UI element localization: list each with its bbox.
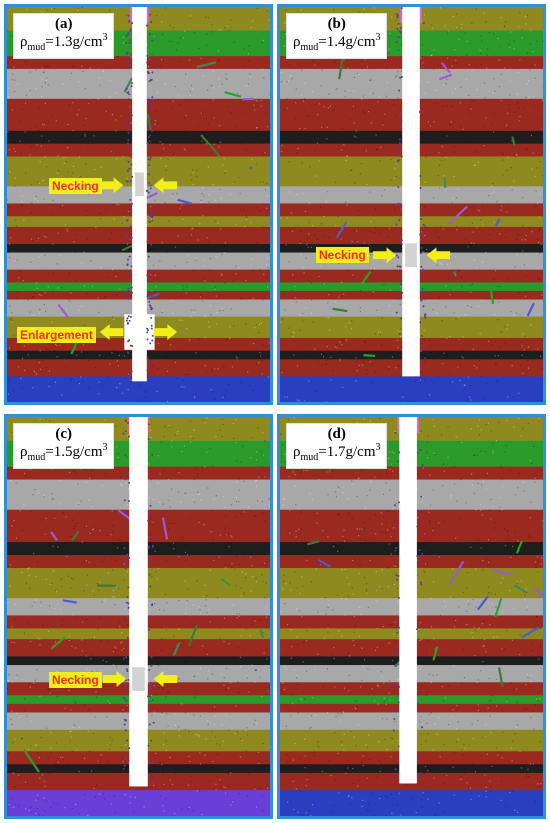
fracture-line <box>307 540 320 546</box>
panel-d-layers <box>280 417 543 816</box>
fracture-line <box>360 527 364 531</box>
fracture-line <box>533 587 543 597</box>
arrow-icon <box>153 671 178 687</box>
fracture-line <box>526 302 535 317</box>
fracture-line <box>335 221 348 239</box>
necking-zone <box>405 243 417 268</box>
panel-a-label: (a) ρmud=1.3g/cm3 <box>13 13 115 60</box>
arrow-icon <box>102 671 127 687</box>
fracture-line <box>447 205 469 226</box>
panel-a-density: ρmud=1.3g/cm3 <box>20 31 108 53</box>
panel-d-label: (d) ρmud=1.7g/cm3 <box>286 423 388 470</box>
necking-callout: Necking <box>49 178 102 194</box>
fracture-line <box>62 599 77 604</box>
necking-zone <box>135 172 144 197</box>
rock-layer <box>280 376 543 402</box>
fracture-line <box>495 218 501 227</box>
panel-b-density: ρmud=1.4g/cm3 <box>293 31 381 53</box>
rock-layer <box>280 790 543 816</box>
fracture-line <box>146 113 152 130</box>
necking-zone <box>132 667 145 691</box>
fracture-line <box>145 292 160 300</box>
fracture-line <box>432 646 439 661</box>
fracture-line <box>177 198 192 205</box>
panel-b: (b) ρmud=1.4g/cm3 Necking <box>277 4 546 405</box>
fracture-line <box>220 577 231 587</box>
panel-d: (d) ρmud=1.7g/cm3 <box>277 414 546 819</box>
fracture-line <box>57 303 70 319</box>
fracture-line <box>248 166 253 170</box>
fracture-line <box>200 134 221 157</box>
panel-d-density: ρmud=1.7g/cm3 <box>293 441 381 463</box>
arrow-icon <box>153 177 178 194</box>
fracture-line <box>196 61 217 69</box>
arrow-icon <box>372 247 397 264</box>
fracture-line <box>172 641 181 656</box>
arrow-icon <box>99 324 124 340</box>
panel-a: (a) ρmud=1.3g/cm3 Necking Enlargement <box>4 4 273 405</box>
fracture-line <box>492 568 512 576</box>
panel-c-layers <box>7 417 270 816</box>
arrow-icon <box>426 247 451 264</box>
fracture-line <box>521 626 540 639</box>
fracture-line <box>123 77 133 93</box>
enlargement-zone <box>124 314 155 350</box>
panel-c: (c) ρmud=1.5g/cm3 Necking <box>4 414 273 819</box>
fracture-line <box>513 584 527 594</box>
fracture-line <box>50 636 66 650</box>
fracture-line <box>477 595 489 611</box>
fracture-line <box>259 628 265 638</box>
fracture-line <box>494 597 503 618</box>
fracture-line <box>453 271 457 277</box>
fracture-line <box>332 307 348 313</box>
panel-a-letter: (a) <box>54 16 73 32</box>
necking-callout: Necking <box>49 672 102 688</box>
fracture-line <box>359 271 372 286</box>
fracture-line <box>338 55 344 80</box>
fracture-line <box>511 136 516 147</box>
fracture-line <box>224 91 242 98</box>
panel-c-letter: (c) <box>55 426 73 442</box>
panel-b-layers <box>280 7 543 402</box>
fracture-line <box>515 540 523 554</box>
borehole <box>402 7 420 377</box>
fracture-line <box>363 354 376 358</box>
fracture-line <box>489 286 495 305</box>
panel-b-letter: (b) <box>327 16 346 32</box>
fracture-line <box>497 667 504 688</box>
fracture-line <box>71 530 80 542</box>
panel-a-layers <box>7 7 270 402</box>
panel-b-label: (b) ρmud=1.4g/cm3 <box>286 13 388 60</box>
enlargement-callout: Enlargement <box>17 327 96 343</box>
panel-c-density: ρmud=1.5g/cm3 <box>20 441 108 463</box>
fracture-line <box>449 560 465 585</box>
borehole <box>129 417 148 787</box>
necking-callout: Necking <box>316 247 369 263</box>
fracture-line <box>439 73 453 81</box>
arrow-icon <box>153 324 178 340</box>
panel-d-letter: (d) <box>327 426 346 442</box>
fracture-line <box>50 531 58 541</box>
fracture-line <box>187 624 198 647</box>
borehole <box>399 417 417 784</box>
fracture-line <box>23 750 40 773</box>
fracture-line <box>318 559 331 568</box>
arrow-icon <box>99 177 124 194</box>
fracture-line <box>161 517 169 540</box>
panel-c-label: (c) ρmud=1.5g/cm3 <box>13 423 115 470</box>
fracture-line <box>440 62 451 74</box>
rock-layer <box>7 790 270 816</box>
